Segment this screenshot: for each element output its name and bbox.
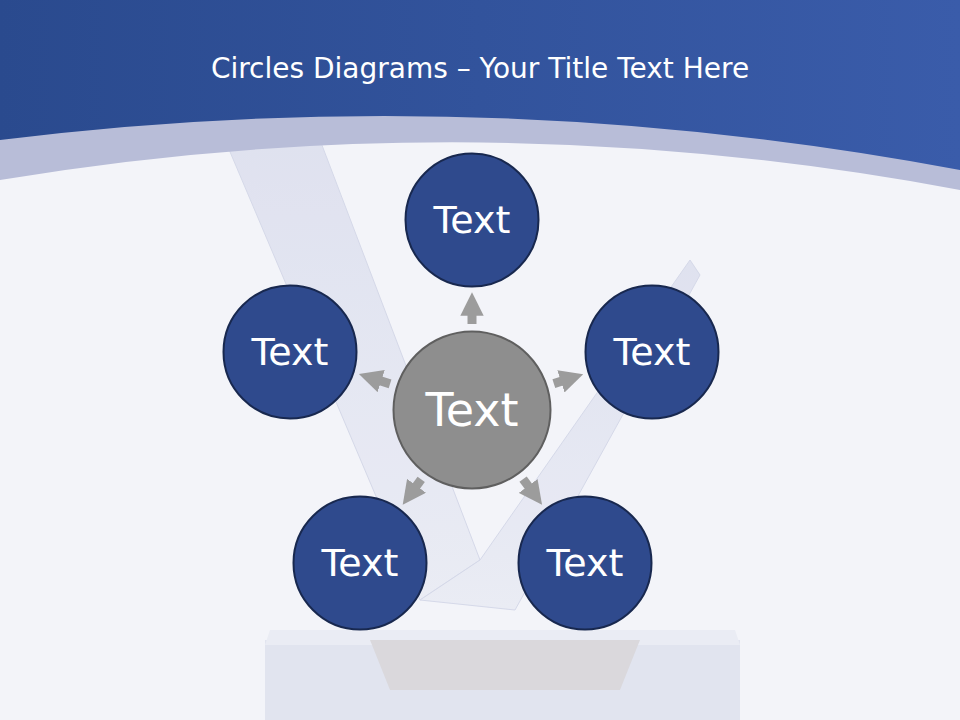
satellite-circle: Text — [517, 495, 653, 631]
satellite-circle: Text — [222, 284, 358, 420]
arrow-connector — [370, 378, 390, 384]
slide-title: Circles Diagrams – Your Title Text Here — [0, 52, 960, 85]
arrow-connector — [468, 304, 477, 324]
satellite-circle: Text — [404, 152, 540, 288]
arrow-connector — [554, 378, 572, 384]
circle-label: Text — [222, 284, 358, 420]
header-band — [0, 0, 960, 170]
check-illustration — [225, 140, 740, 720]
circle-label: Text — [292, 495, 428, 631]
hub-circle: Text — [392, 330, 552, 490]
arrow-connector — [410, 479, 422, 495]
circle-label: Text — [392, 330, 552, 490]
arrow-connector — [523, 479, 535, 495]
circle-label: Text — [584, 284, 720, 420]
satellite-circle: Text — [292, 495, 428, 631]
satellite-circle: Text — [584, 284, 720, 420]
circle-label: Text — [517, 495, 653, 631]
circle-label: Text — [404, 152, 540, 288]
